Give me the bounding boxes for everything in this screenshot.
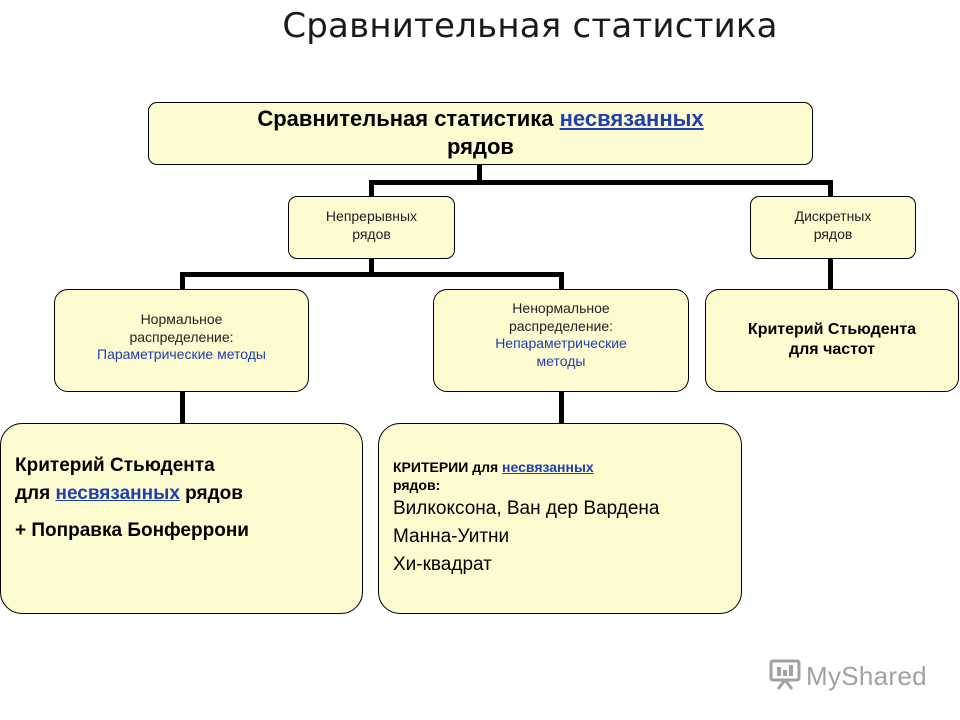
- criteria-item-mann-whitney: Манна-Уитни: [393, 526, 510, 548]
- connector-continuous-down: [369, 259, 374, 276]
- myshared-watermark: MyShared: [768, 656, 927, 696]
- criteria-item-wilcoxon: Вилкоксона, Ван дер Вардена: [393, 498, 660, 520]
- connector-level1-bar: [369, 180, 833, 185]
- student-freq-line1: Критерий Стьюдента: [747, 321, 917, 338]
- watermark-text: MyShared: [806, 660, 927, 691]
- criteria-head-mid: для: [468, 459, 503, 475]
- criteria-item-chi-square: Хи-квадрат: [393, 553, 492, 575]
- student-frequency-node: Критерий Стьюдента для частот: [705, 289, 959, 392]
- nonparametric-methods-label-2: методы: [536, 352, 586, 369]
- normal-line1: Нормальное: [140, 311, 223, 327]
- root-text: Сравнительная статистика: [257, 106, 560, 131]
- page-title: Сравнительная статистика: [282, 6, 778, 46]
- continuous-line2: рядов: [352, 225, 391, 242]
- connector-nonnormal-down: [559, 392, 564, 424]
- nonnormal-distribution-node: Ненормальное распределение: Непараметрич…: [433, 289, 689, 392]
- connector-root-down: [477, 165, 482, 184]
- nonparametric-criteria-node: КРИТЕРИИ для несвязанных рядов: Вилкоксо…: [378, 423, 742, 614]
- root-line2: рядов: [447, 133, 514, 159]
- criteria-head-bold: КРИТЕРИИ: [393, 459, 469, 475]
- root-link-unrelated[interactable]: несвязанных: [559, 106, 704, 131]
- student-unrel-prefix: для: [15, 482, 56, 504]
- parametric-methods-label: Параметрические методы: [97, 346, 266, 362]
- connector-to-continuous: [369, 180, 374, 197]
- discrete-node: Дискретных рядов: [750, 196, 916, 259]
- nonnormal-line2: распределение:: [508, 317, 614, 334]
- discrete-line2: рядов: [813, 225, 853, 242]
- student-unrel-line1: Критерий Стьюдента: [15, 455, 215, 476]
- connector-normal-down: [180, 392, 185, 424]
- connector-to-discrete: [828, 180, 833, 197]
- bonferroni-correction: + Поправка Бонферрони: [15, 520, 249, 542]
- discrete-line1: Дискретных: [794, 208, 872, 224]
- nonparametric-methods-label: Непараметрические: [495, 335, 627, 351]
- connector-discrete-down: [828, 259, 833, 290]
- connector-to-nonnormal: [559, 272, 564, 290]
- continuous-node: Непрерывных рядов: [288, 196, 455, 259]
- continuous-line1: Непрерывных: [325, 208, 418, 224]
- student-unrelated-node: Критерий Стьюдента для несвязанных рядов…: [0, 423, 363, 614]
- normal-distribution-node: Нормальное распределение: Параметрически…: [54, 289, 309, 392]
- criteria-head: КРИТЕРИИ для несвязанных: [393, 458, 741, 476]
- nonnormal-line1: Ненормальное: [512, 300, 610, 316]
- student-unrel-link[interactable]: несвязанных: [55, 482, 180, 504]
- student-unrel-line2: для несвязанных рядов: [15, 480, 362, 508]
- connector-to-normal: [180, 272, 185, 290]
- student-freq-line2: для частот: [788, 341, 876, 358]
- normal-line2: распределение:: [129, 328, 234, 345]
- root-line1: Сравнительная статистика несвязанных: [149, 105, 812, 133]
- presentation-board-icon: [768, 657, 802, 696]
- root-node: Сравнительная статистика несвязанных ряд…: [148, 102, 813, 165]
- criteria-head-line2: рядов:: [393, 477, 441, 494]
- criteria-head-link[interactable]: несвязанных: [502, 459, 594, 475]
- student-unrel-suffix: рядов: [179, 482, 243, 504]
- connector-level2-bar: [180, 272, 564, 277]
